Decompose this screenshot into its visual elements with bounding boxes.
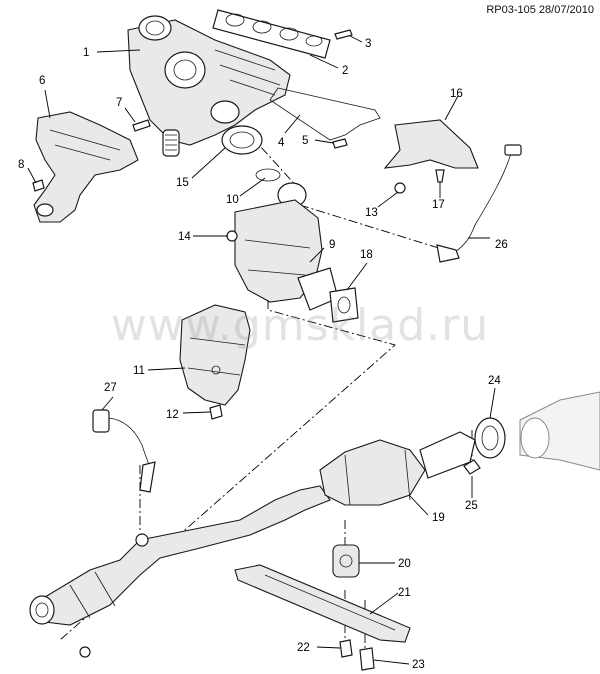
callout-25: 25 [465,500,478,512]
callout-23: 23 [412,659,425,671]
callout-6: 6 [39,75,45,87]
bolt [332,138,348,149]
oxygen-sensor-front [436,144,522,263]
callout-1: 1 [83,47,89,59]
callout-2: 2 [342,65,348,77]
callout-15: 15 [176,177,189,189]
leader-lines [27,35,496,665]
callout-11: 11 [133,365,145,377]
bolt [359,647,375,671]
callout-22: 22 [297,642,310,654]
bolt [132,119,151,132]
exhaust-manifold-gasket [212,9,331,59]
turbo-outlet-gasket [221,125,263,155]
exhaust-pipe-front [29,485,331,626]
hanger-rubber [332,544,360,578]
callout-7: 7 [116,97,122,109]
callout-19: 19 [432,512,445,524]
callout-9: 9 [329,239,335,251]
bolt [226,230,238,242]
callout-3: 3 [365,38,371,50]
turbocharger-manifold-assembly [127,15,291,157]
callout-14: 14 [178,231,191,243]
nut [394,182,406,194]
callout-20: 20 [398,558,411,570]
oxygen-sensor-rear [92,409,156,493]
heat-shield-bracket [383,119,479,169]
callout-26: 26 [495,239,508,251]
bolt [209,404,223,420]
manifold-heat-shield [33,111,139,223]
callout-4: 4 [278,137,285,149]
hanger-bracket [234,564,411,643]
callout-13: 13 [365,207,378,219]
callout-21: 21 [398,587,411,599]
screw [435,169,445,183]
seal-ring [255,168,281,182]
callout-labels: 1 2 3 4 5 6 7 8 9 10 11 12 13 14 15 16 1… [18,38,508,671]
exhaust-gasket [474,417,506,459]
callout-24: 24 [488,375,501,387]
callout-5: 5 [302,135,308,147]
nut [79,646,91,658]
catalytic-converter-upper [234,182,339,311]
stud [334,29,353,40]
callout-8: 8 [18,159,24,171]
catalytic-converter-rear [319,431,476,506]
converter-heat-shield [179,304,251,406]
callout-16: 16 [450,88,463,100]
callout-12: 12 [166,409,179,421]
drawing-reference: RP03-105 28/07/2010 [486,4,594,16]
muffler-section [519,391,600,471]
callout-10: 10 [226,194,239,206]
converter-gasket [329,287,359,323]
bolt [32,179,45,192]
callout-17: 17 [432,199,445,211]
watermark: www.gmsklad.ru [110,300,490,351]
gasket-strip [269,87,381,141]
nut [463,459,481,475]
callout-18: 18 [360,249,373,261]
callout-27: 27 [104,382,117,394]
bolt [339,639,353,658]
